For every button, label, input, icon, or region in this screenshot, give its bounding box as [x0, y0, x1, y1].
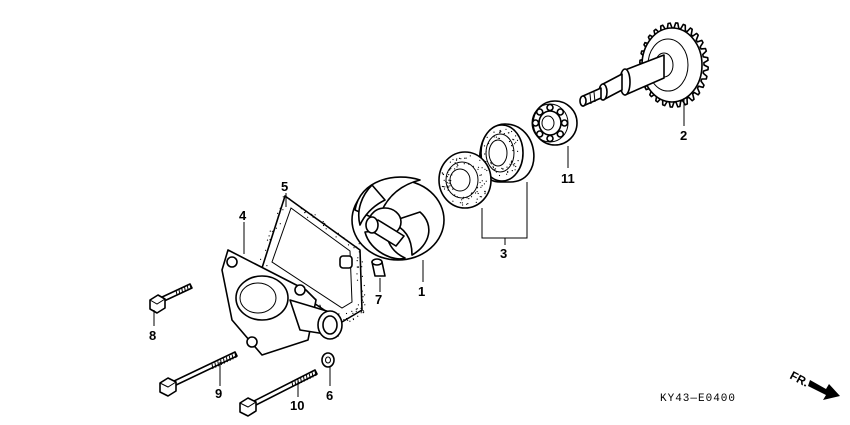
seal-set — [438, 123, 535, 209]
bolt-long-2 — [239, 369, 318, 417]
pump-shaft-gear — [579, 22, 709, 108]
washer — [321, 352, 335, 368]
callout-6: 6 — [326, 388, 333, 403]
callout-2: 2 — [680, 128, 687, 143]
callout-10: 10 — [290, 398, 304, 413]
leader-lines — [153, 98, 685, 397]
callout-7: 7 — [375, 292, 382, 307]
dowel-pin — [371, 258, 386, 277]
bearing — [531, 100, 578, 146]
front-direction-indicator: FR. — [788, 368, 840, 400]
callout-8: 8 — [149, 328, 156, 343]
bolt-short — [149, 283, 193, 314]
direction-label: FR. — [788, 368, 812, 389]
callout-labels: 2 11 3 1 7 5 4 6 8 9 10 — [149, 128, 687, 413]
arrow-icon — [808, 380, 840, 400]
callout-5: 5 — [281, 179, 288, 194]
impeller — [351, 176, 445, 261]
callout-9: 9 — [215, 386, 222, 401]
pump-cover — [221, 249, 343, 356]
callout-3: 3 — [500, 246, 507, 261]
callout-1: 1 — [418, 284, 425, 299]
callout-4: 4 — [239, 208, 247, 223]
callout-11: 11 — [561, 171, 575, 186]
bolt-long — [159, 351, 238, 397]
drawing-code: KY43—E0400 — [660, 393, 736, 405]
cover-gasket — [260, 195, 366, 323]
